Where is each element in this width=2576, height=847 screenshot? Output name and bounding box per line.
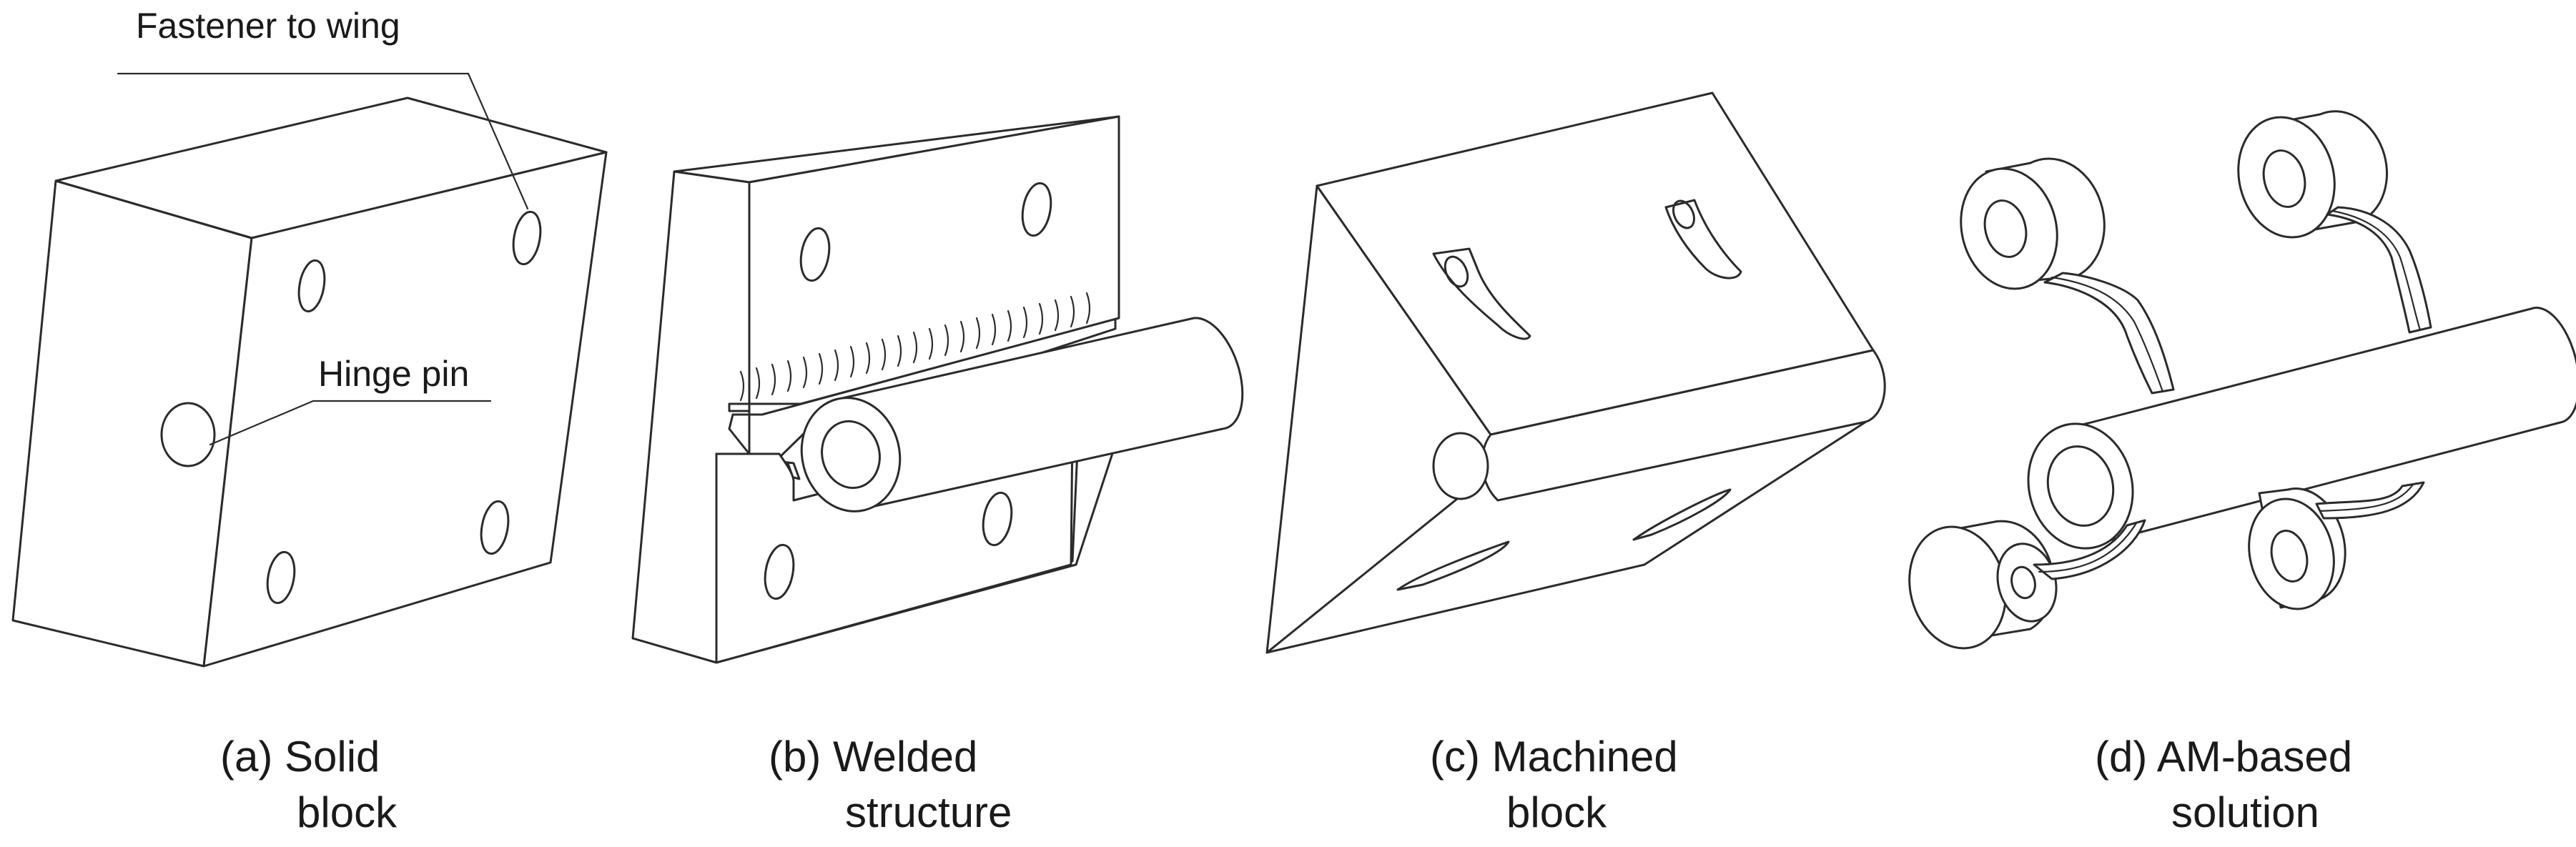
caption-line: structure — [845, 788, 1012, 836]
solid-block-drawing — [11, 72, 608, 668]
hinge-pin-hole — [160, 402, 216, 467]
fastener-hole — [266, 550, 296, 605]
fastener-hole — [297, 259, 326, 313]
fastener-label: Fastener to wing — [136, 6, 400, 46]
caption-welded-structure: (b) Welded structure — [769, 729, 1012, 841]
fastener-leader-line — [467, 72, 529, 210]
caption-line: (b) Welded — [769, 733, 978, 781]
hinge-pin-leader-line — [209, 400, 315, 446]
caption-line: (a) Solid — [220, 733, 380, 781]
caption-machined-block: (c) Machined block — [1430, 729, 1678, 841]
caption-line: solution — [2171, 788, 2319, 836]
fastener-hole — [480, 500, 510, 555]
caption-line: (d) AM-based — [2095, 733, 2353, 781]
caption-line: block — [1506, 788, 1607, 836]
hinge-pin-hole — [1432, 432, 1489, 500]
machined-block-drawing — [1265, 91, 1886, 654]
caption-am-based-solution: (d) AM-based solution — [2095, 729, 2352, 841]
caption-line: (c) Machined — [1430, 733, 1678, 781]
am-based-solution-drawing — [1908, 110, 2576, 650]
fastener-hole — [512, 210, 542, 266]
caption-line: block — [297, 788, 398, 836]
caption-solid-block: (a) Solid block — [220, 729, 397, 841]
welded-structure-drawing — [631, 115, 1244, 664]
hinge-pin-label: Hinge pin — [318, 354, 470, 394]
